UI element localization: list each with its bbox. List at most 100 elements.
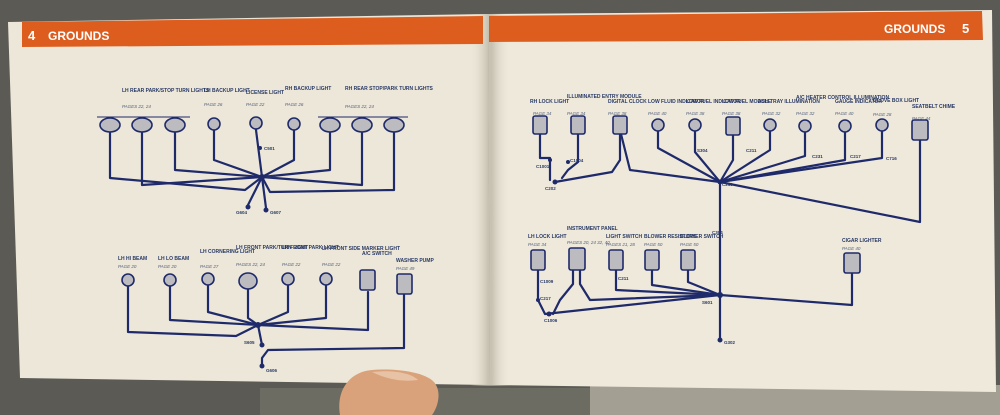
component-label: LH BACKUP LIGHT — [204, 88, 250, 94]
component-label: GLOVE BOX LIGHT — [873, 98, 919, 104]
binding-shadow — [470, 14, 510, 386]
component-page-ref: PAGE 38 — [722, 111, 741, 116]
component-page-ref: PAGE 34 — [533, 111, 552, 116]
left-top-diagram: LH REAR PARK/STOP TURN LIGHTS PAGES 22, … — [97, 86, 434, 215]
lamp-socket — [163, 273, 177, 287]
component-label: LH REAR PARK/STOP TURN LIGHTS — [122, 88, 210, 94]
lamp-socket — [763, 118, 777, 132]
component-page-ref: PAGES 20, 24 32, 40 — [567, 240, 610, 245]
connector-id: C211 — [618, 276, 629, 281]
component-label: LOW FUEL MODULE — [722, 99, 772, 105]
lamp-socket — [319, 117, 341, 133]
connector-id: S604 — [266, 174, 277, 179]
ground-point — [259, 342, 265, 348]
right-page — [488, 10, 996, 392]
right-page-number: 5 — [962, 21, 969, 36]
lamp-socket — [688, 118, 702, 132]
connector-id: C1004 — [570, 158, 584, 163]
component-page-ref: PAGE 27 — [200, 264, 219, 269]
component-page-ref: PAGE 22 — [282, 262, 301, 267]
component-label: RH REAR STOP/PARK TURN LIGHTS — [345, 86, 434, 92]
component-page-ref: PAGE 26 — [285, 102, 304, 107]
component-label: BLOWER SWITCH — [680, 234, 724, 240]
splice-node — [255, 322, 261, 328]
component-page-ref: PAGE 38 — [608, 111, 627, 116]
connector-id: C501 — [264, 146, 275, 151]
right-header-bar — [489, 11, 983, 42]
connector-id: C211 — [746, 148, 757, 153]
component-page-ref: PAGE 28 — [873, 112, 892, 117]
right-page-title: GROUNDS — [884, 22, 945, 36]
lamp-socket — [798, 119, 812, 133]
component-block — [570, 115, 586, 135]
component-label: INSTRUMENT PANEL — [567, 226, 618, 232]
component-label: LH CORNERING LIGHT — [200, 249, 255, 255]
left-page-title: GROUNDS — [48, 29, 109, 43]
component-page-ref: PAGE 40 — [648, 111, 667, 116]
connector-id: C217 — [540, 296, 551, 301]
component-page-ref: PAGES 22, 24 — [236, 262, 265, 267]
right-top-diagram: RH LOCK LIGHT PAGE 34 ILLUMINATED ENTRY … — [530, 94, 956, 297]
connector-id: C716 — [886, 156, 897, 161]
component-page-ref: PAGE 20 — [118, 264, 137, 269]
connector-id: C202 — [545, 186, 556, 191]
ground-point — [717, 337, 723, 343]
component-label: LH HI BEAM — [118, 256, 147, 262]
lamp-socket — [351, 117, 373, 133]
lamp-socket — [131, 117, 153, 133]
ground-point — [245, 204, 251, 210]
component-page-ref: PAGE 40 — [835, 111, 854, 116]
component-page-ref: PAGE 34 — [567, 111, 586, 116]
splice-node — [259, 174, 265, 180]
connector-id: S605 — [244, 340, 255, 345]
component-block — [911, 119, 929, 141]
lamp-socket — [838, 119, 852, 133]
connector-id: S304 — [697, 148, 708, 153]
connector-id: S601 — [702, 300, 713, 305]
connector-id: C1001 — [536, 164, 550, 169]
component-page-ref: PAGES 22, 24 — [345, 104, 374, 109]
component-block — [680, 249, 696, 271]
component-label: A/C HEATER CONTROL ILLUMINATION — [796, 95, 889, 101]
lamp-socket — [875, 118, 889, 132]
component-page-ref: PAGE 38 — [686, 111, 705, 116]
lamp-socket — [99, 117, 121, 133]
component-block — [532, 115, 548, 135]
component-block — [568, 247, 586, 271]
component-label: RH LOCK LIGHT — [530, 99, 569, 105]
component-label: LH FRONT PARK/TURN LIGHT — [236, 245, 308, 251]
connector-id: C304 — [712, 230, 723, 235]
component-label: LOW FLUID INDICATOR — [648, 99, 705, 105]
connector-id: G606 — [266, 368, 278, 373]
component-page-ref: PAGE 22 — [246, 102, 265, 107]
lamp-socket — [201, 272, 215, 286]
component-label: LH LO BEAM — [158, 256, 189, 262]
component-block — [644, 249, 660, 271]
component-label: RH BACKUP LIGHT — [285, 86, 331, 92]
left-header-bar — [22, 16, 483, 47]
component-label: ILLUMINATED ENTRY MODULE — [567, 94, 642, 100]
component-label: LH FRONT PARK LIGHT — [282, 245, 339, 251]
component-block — [843, 252, 861, 274]
component-label: BLOWER RESISTORS — [644, 234, 697, 240]
connector-id: G604 — [236, 210, 248, 215]
lamp-socket — [319, 272, 333, 286]
ground-point — [263, 207, 269, 213]
connector-id: G302 — [724, 340, 736, 345]
component-page-ref: PAGE 26 — [204, 102, 223, 107]
component-block — [608, 249, 624, 271]
lamp-socket — [121, 273, 135, 287]
component-label: SEATBELT CHIME — [912, 104, 956, 110]
left-page-number: 4 — [28, 28, 36, 43]
component-label: GAUGE INDICATOR — [835, 99, 882, 105]
connector-id: C1009 — [540, 279, 554, 284]
component-page-ref: PAGE 50 — [644, 242, 663, 247]
component-page-ref: PAGE 20 — [158, 264, 177, 269]
component-label: LIGHT SWITCH — [606, 234, 642, 240]
component-label: CIGAR LIGHTER — [842, 238, 882, 244]
component-page-ref: PAGE 49 — [396, 266, 415, 271]
component-block — [530, 249, 546, 271]
component-block — [612, 115, 628, 135]
lamp-socket — [249, 116, 263, 130]
